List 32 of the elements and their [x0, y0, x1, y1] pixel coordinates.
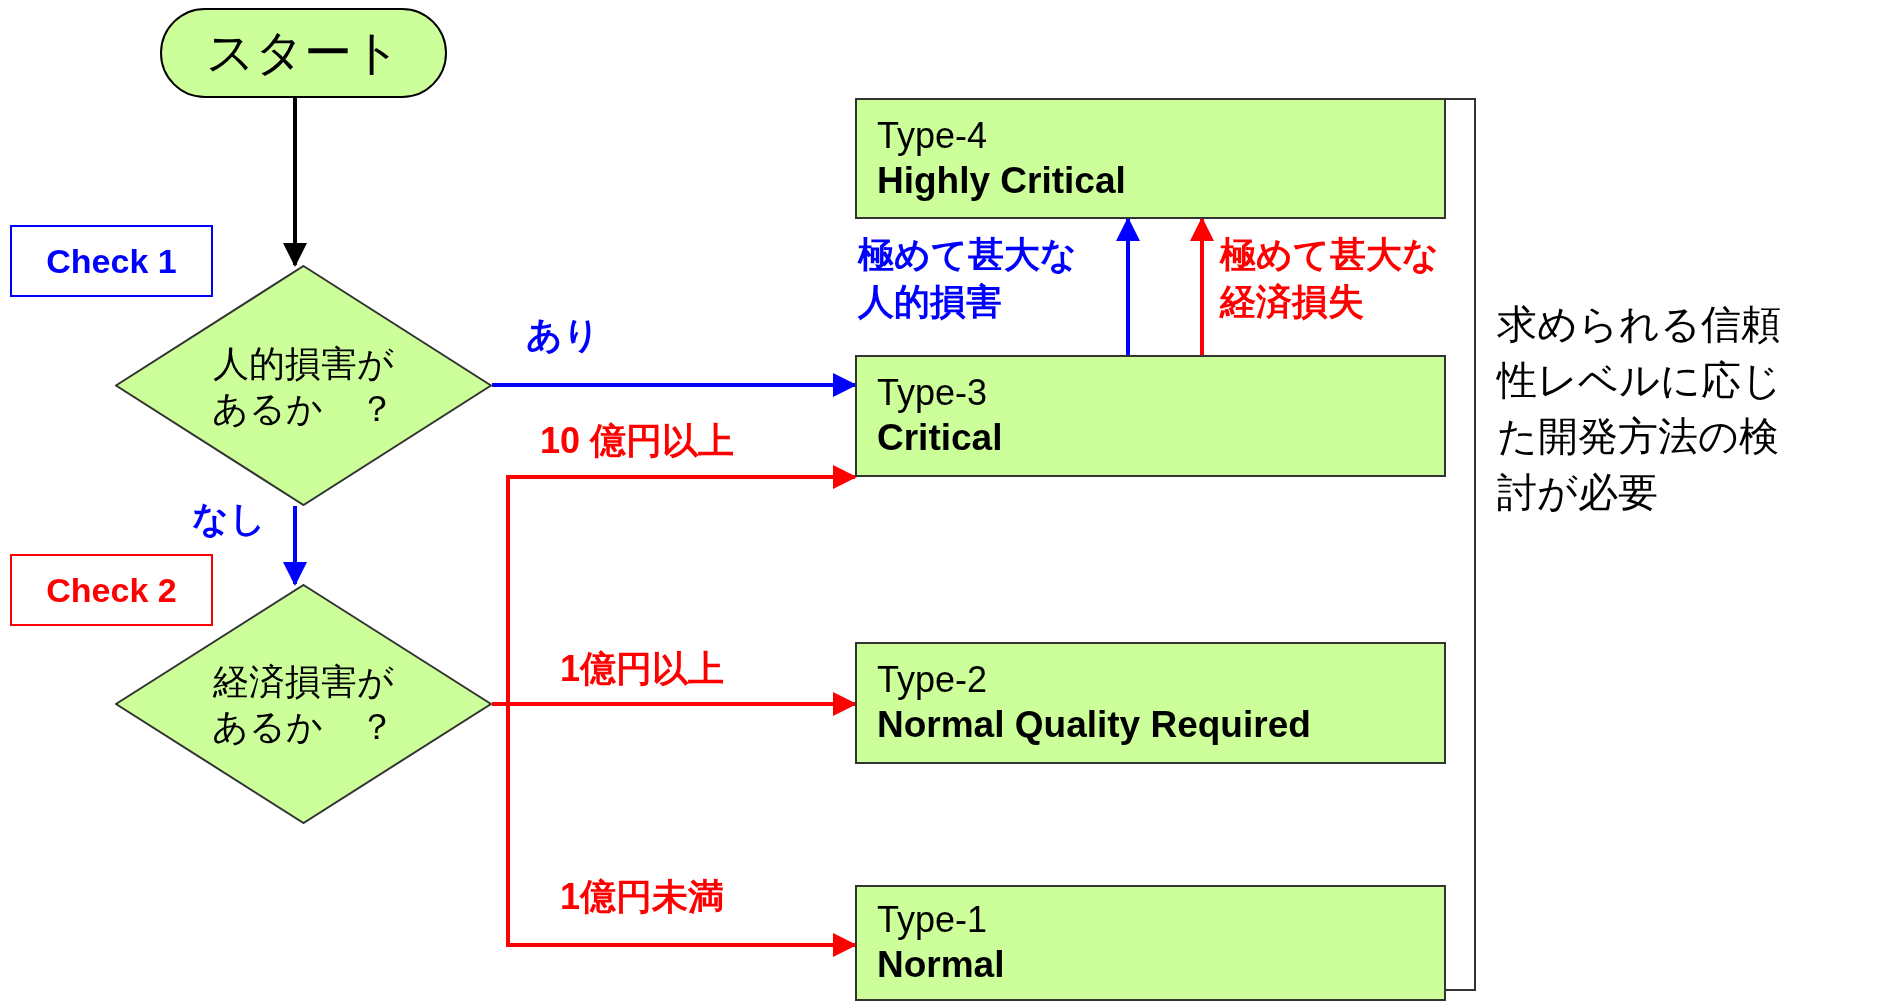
arrow	[1190, 217, 1214, 355]
edge-label: 1億円以上	[560, 647, 726, 691]
check-tag	[10, 225, 213, 297]
type-box	[855, 885, 1446, 1001]
type-label: Type-1	[877, 898, 989, 943]
decision-text: 経済損害があるか ？	[211, 660, 396, 749]
type-title: Normal Quality Required	[877, 703, 1312, 748]
edge-label: あり	[526, 313, 601, 357]
type-label: Type-3	[877, 371, 989, 416]
type-title: Normal	[877, 943, 1006, 988]
edge-label: なし	[192, 497, 267, 541]
note-text: 求められる信頼性レベルに応じた開発方法の検討が必要	[1497, 301, 1783, 516]
terminal-text: スタート	[206, 29, 401, 77]
edge-label: 極めて甚大な人的損害	[858, 233, 1078, 324]
type-label: Type-2	[877, 658, 989, 703]
edge-label: 極めて甚大な経済損失	[1220, 233, 1440, 324]
check-text: Check 2	[46, 569, 177, 611]
type-label: Type-4	[877, 113, 989, 158]
arrow	[492, 373, 857, 397]
decision-text: 人的損害があるか ？	[211, 341, 396, 431]
arrow	[283, 98, 307, 267]
arrow	[1116, 217, 1140, 355]
type-box	[855, 642, 1446, 764]
check-text: Check 1	[46, 240, 177, 282]
check-tag	[10, 554, 213, 626]
type-box	[855, 98, 1446, 219]
arrow	[283, 506, 307, 586]
type-title: Critical	[877, 416, 1004, 461]
type-title: Highly Critical	[877, 158, 1127, 203]
edge-label: 1億円未満	[560, 875, 726, 919]
type-box	[855, 355, 1446, 477]
edge-label: 10 億円以上	[540, 419, 736, 463]
